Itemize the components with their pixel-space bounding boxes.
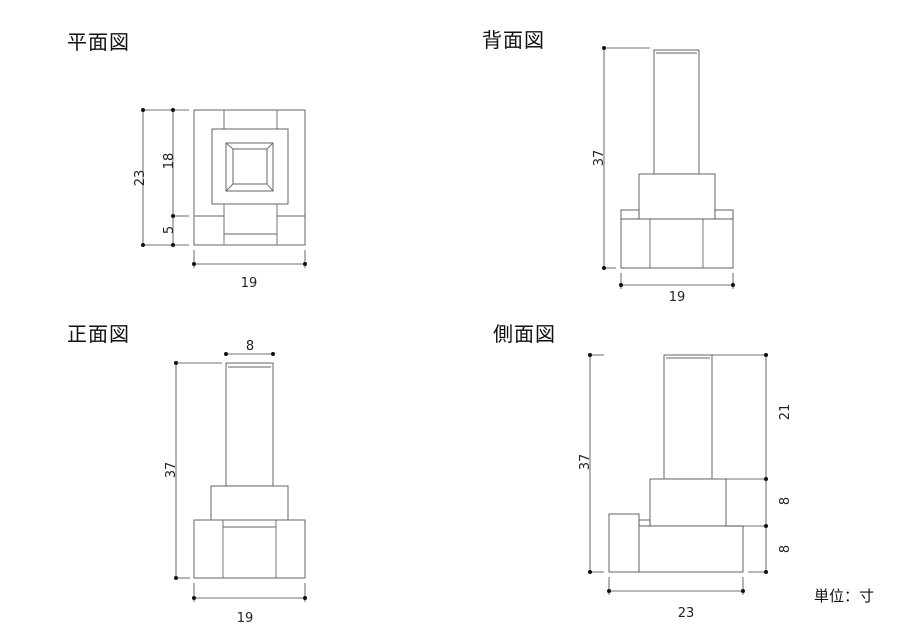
back-dim-height: 37 xyxy=(592,150,607,167)
side-dim-height: 37 xyxy=(578,454,593,471)
front-dim-height: 37 xyxy=(164,462,179,479)
back-dim-width: 19 xyxy=(669,290,686,305)
back-view: 37 19 xyxy=(592,46,735,305)
side-dim-width: 23 xyxy=(678,606,695,621)
plan-dim-total: 23 xyxy=(133,170,148,187)
side-dim-upper: 21 xyxy=(778,404,793,421)
plan-dim-lower: 5 xyxy=(162,226,177,234)
side-dim-lower: 8 xyxy=(778,545,793,553)
side-view: 37 21 8 8 23 xyxy=(578,353,793,621)
plan-view-title: 平面図 xyxy=(67,30,130,54)
side-dim-middle: 8 xyxy=(778,497,793,505)
front-view: 8 37 19 xyxy=(164,339,307,626)
front-dim-width: 19 xyxy=(237,611,254,626)
plan-dim-upper: 18 xyxy=(162,153,177,170)
plan-dim-width: 19 xyxy=(241,276,258,291)
front-dim-top: 8 xyxy=(246,339,254,354)
back-view-title: 背面図 xyxy=(482,28,545,52)
front-view-title: 正面図 xyxy=(67,322,130,346)
plan-view: 23 18 5 19 xyxy=(133,108,307,291)
unit-label: 単位：寸 xyxy=(814,587,875,605)
side-view-title: 側面図 xyxy=(493,322,556,346)
